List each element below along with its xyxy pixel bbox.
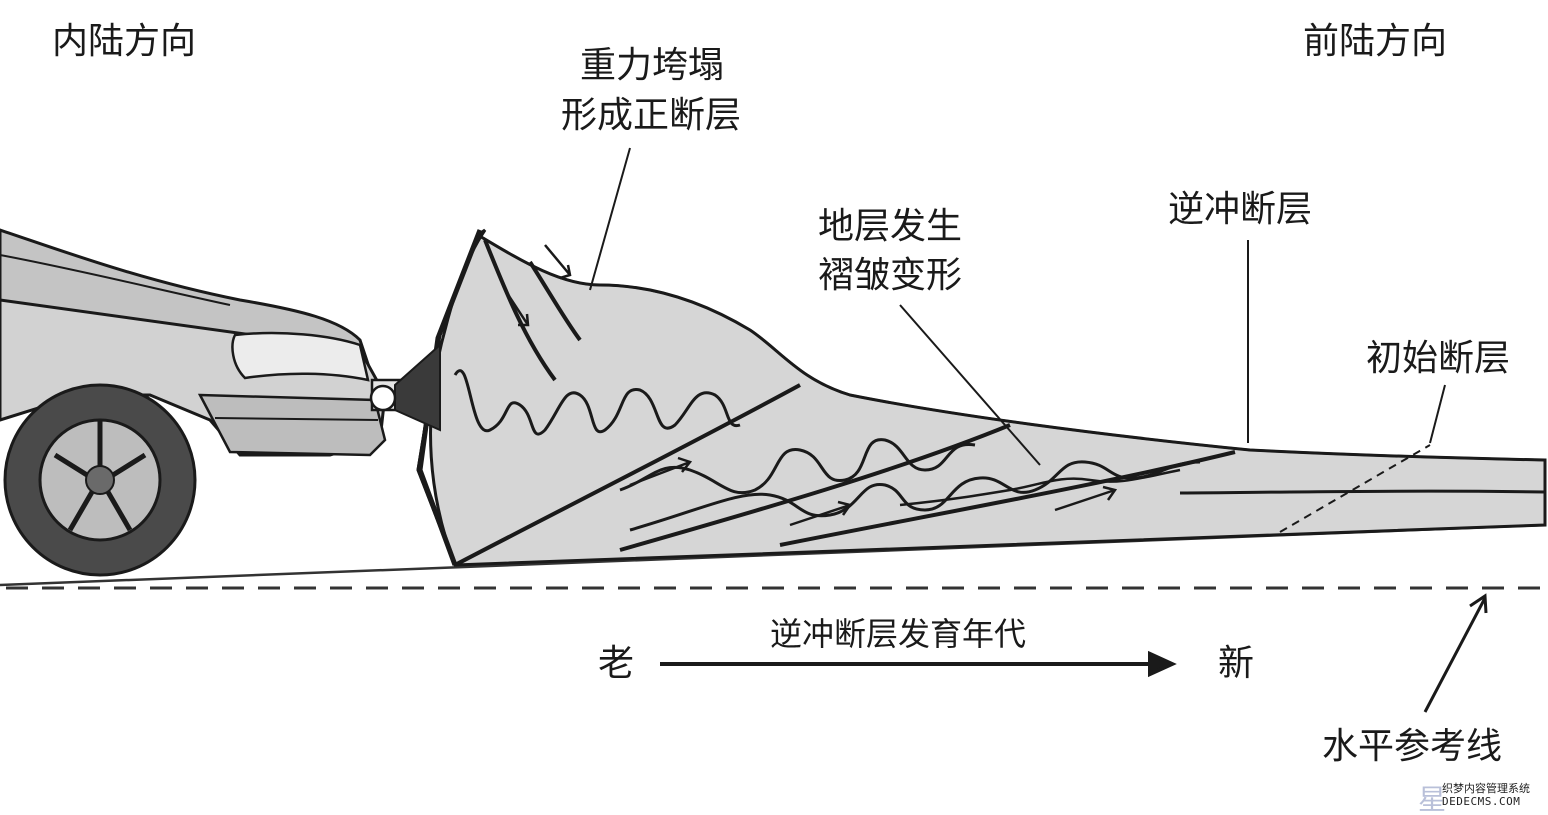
label-old: 老 <box>598 640 634 688</box>
foreland-layer <box>1180 491 1545 493</box>
label-age-title: 逆冲断层发育年代 <box>770 610 1026 658</box>
label-inland: 内陆方向 <box>52 18 196 66</box>
leader-initial <box>1430 385 1445 443</box>
label-fold-line1: 地层发生 <box>818 203 962 251</box>
leader-gravity <box>590 148 630 290</box>
wheel-hub <box>86 466 114 494</box>
push-rod <box>395 345 440 430</box>
label-gravity-line1: 重力垮塌 <box>552 42 752 90</box>
label-horizontal-ref: 水平参考线 <box>1322 723 1502 771</box>
label-fold-line2: 褶皱变形 <box>818 252 962 300</box>
label-initial-fault: 初始断层 <box>1366 335 1510 383</box>
leader-horizontal-ref <box>1425 596 1486 712</box>
bumper <box>200 395 385 455</box>
label-new: 新 <box>1218 640 1254 688</box>
watermark-line2: DEDECMS.COM <box>1442 795 1520 808</box>
label-gravity-line2: 形成正断层 <box>540 92 762 140</box>
tow-ball <box>371 386 395 410</box>
label-thrust-fault: 逆冲断层 <box>1168 186 1312 234</box>
vehicle <box>0 230 440 575</box>
label-foreland: 前陆方向 <box>1303 18 1447 66</box>
watermark-line1: 织梦内容管理系统 <box>1442 780 1530 796</box>
